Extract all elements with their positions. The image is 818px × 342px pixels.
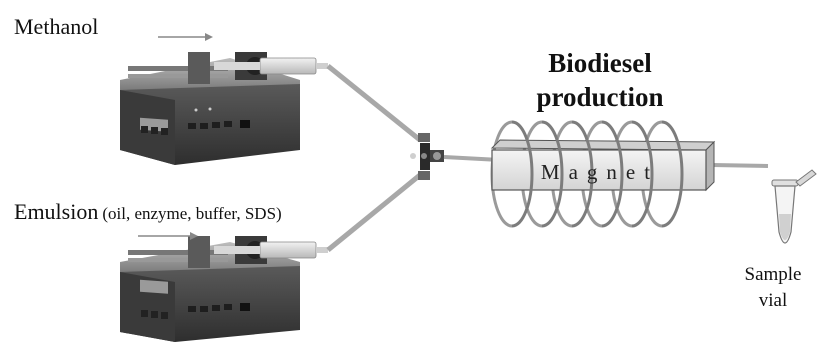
- pump-key: [224, 304, 232, 310]
- tube-reactor-inlet: [443, 155, 501, 162]
- pump-key: [188, 123, 196, 129]
- emulsion-name: Emulsion: [14, 199, 99, 224]
- magnet-end-face: [705, 140, 715, 192]
- pump-display: [140, 279, 168, 294]
- syringe-barrel: [259, 57, 317, 75]
- pump-rail: [128, 66, 228, 71]
- pump-key: [200, 123, 208, 129]
- methanol-label: Methanol: [14, 14, 99, 39]
- pump-key: [141, 310, 148, 317]
- pump-key: [161, 312, 168, 319]
- title-line-1: Biodiesel: [548, 48, 652, 78]
- syringe-pump-emulsion: [120, 236, 328, 342]
- pump-key: [151, 127, 158, 134]
- magnet-front-face: [491, 149, 707, 191]
- syringe-plunger: [214, 246, 260, 254]
- sample-vial-label: Sample vial: [736, 262, 810, 314]
- pump-key: [161, 128, 168, 135]
- title-line-2: production: [536, 82, 664, 112]
- syringe-tip: [316, 63, 328, 69]
- pump-key: [141, 126, 148, 133]
- pump-rail: [128, 74, 228, 78]
- magnet-bar: [490, 139, 716, 192]
- pump-key: [188, 306, 196, 312]
- tube-emulsion: [326, 173, 422, 252]
- biodiesel-production-title: Biodiesel production: [520, 46, 680, 114]
- sample-vial: [771, 169, 817, 244]
- pump-key: [240, 120, 250, 128]
- pump-key: [200, 306, 208, 312]
- pump-key: [224, 121, 232, 127]
- emulsion-composition: (oil, enzyme, buffer, SDS): [102, 204, 282, 223]
- pump-key: [240, 303, 250, 311]
- syringe-pump-methanol: [120, 52, 328, 165]
- tube-methanol: [326, 64, 422, 142]
- flow-arrow-emulsion: [138, 232, 198, 240]
- pump-rail: [128, 258, 228, 262]
- pump-pusher-block: [188, 52, 210, 84]
- flow-arrow-methanol: [158, 33, 213, 41]
- vial-hinged-lid: [795, 169, 817, 187]
- pump-key: [212, 122, 220, 128]
- t-junction-connector: [410, 133, 444, 180]
- tube-reactor-outlet: [711, 163, 769, 168]
- vial-cap-rim: [771, 179, 799, 187]
- emulsion-label: Emulsion(oil, enzyme, buffer, SDS): [14, 199, 282, 225]
- magnet-label: Magnet: [540, 160, 660, 184]
- vial-liquid: [779, 214, 791, 240]
- pump-key: [151, 311, 158, 318]
- coil-front: [511, 120, 684, 228]
- syringe-barrel: [259, 241, 317, 259]
- sample-label-line-1: Sample: [744, 264, 802, 285]
- syringe-tip: [316, 247, 328, 253]
- pump-key: [212, 305, 220, 311]
- sample-label-line-2: vial: [758, 290, 788, 311]
- syringe-plunger: [214, 62, 260, 70]
- pump-rail: [128, 250, 228, 255]
- pump-led: [194, 108, 198, 112]
- pump-led: [208, 107, 212, 111]
- pump-pusher-block: [188, 236, 210, 268]
